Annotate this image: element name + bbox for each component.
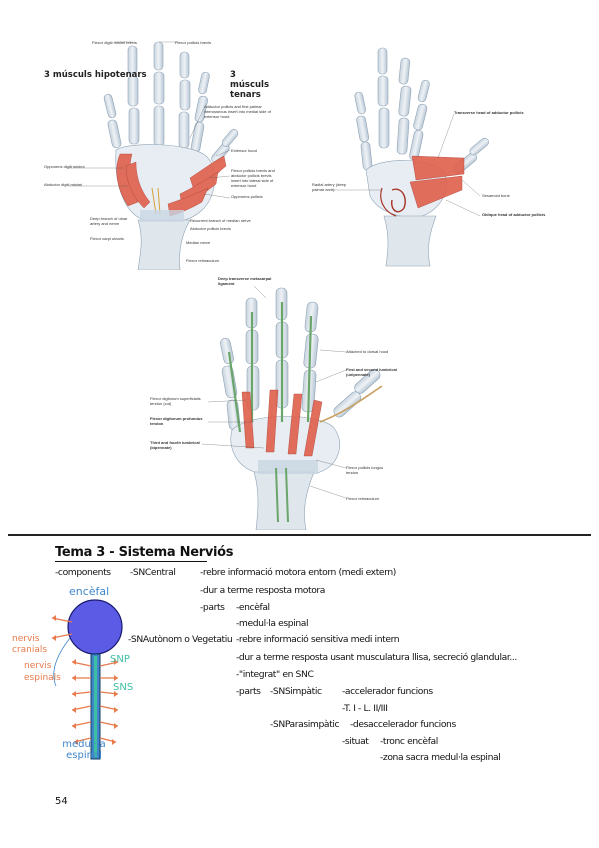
label-recurrent-branch: Recurrent branch of median nerve (190, 218, 251, 223)
sketch-drawing (51, 599, 123, 760)
label-opponens-digiti-minimi: Opponens digiti minimi (44, 164, 85, 169)
label-deep-transverse-metacarpal: Deep transverse metacarpal ligament (218, 276, 272, 286)
figure-hand-lumbricals: Deep transverse metacarpal ligament Atta… (150, 272, 450, 531)
label-opponens-pollicis: Opponens pollicis (231, 194, 263, 199)
sketch-label-encefal: encèfal (69, 585, 110, 598)
sketch-label-sns: SNS (113, 682, 134, 693)
section-divider (8, 534, 591, 536)
label-abductor-pollicis-brevis: Abductor pollicis brevis (190, 226, 231, 231)
label-fpb-apb-insert: Flexor pollicis brevis and abductor poll… (231, 168, 275, 188)
label-fdp-tendon: Flexor digitorum profundus tendon (150, 416, 203, 426)
label-first-second-lumbrical: First and second lumbrical (unipennate) (346, 367, 397, 377)
note-snc-dur: -dur a terme resposta motora (200, 585, 326, 596)
note-sna-rebre: -rebre informació sensitiva medi intern (236, 634, 400, 645)
label-radial-artery: Radial artery (deep palmar arch) (312, 182, 347, 192)
note-tronc: -tronc encèfal (380, 736, 438, 747)
label-adductor-pollicis: Adductor pollicis and first palmar inter… (204, 104, 271, 119)
note-snc-rebre: -rebre informació motora entorn (medi ex… (200, 567, 396, 578)
label-flexor-retinaculum-3: Flexor retinaculum (346, 496, 379, 501)
label-abductor-digiti-minimi: Abductor digiti minimi (44, 182, 83, 187)
note-sna: -SNAutònom o Vegetatiu (128, 634, 233, 645)
nervous-system-sketch: encèfal nervis cranials SNP nervis espin… (10, 582, 140, 772)
sketch-label-medulla: medul·la espinal (62, 739, 106, 761)
label-attached-dorsal-hood: Attached to dorsal hood (346, 349, 389, 354)
label-fds-tendon: Flexor digitorum superficialis tendon (c… (150, 396, 201, 406)
label-flexor-digiti-minimi-brevis: Flexor digiti minimi brevis (92, 40, 137, 45)
note-sna-dur: -dur a terme resposta usant musculatura … (236, 652, 517, 663)
note-components: -components (55, 567, 111, 578)
hand-illustration-2 (332, 47, 489, 267)
note-sns: -SNSimpàtic (270, 686, 322, 697)
page-title: Tema 3 - Sistema Nerviós (55, 545, 234, 560)
note-snc: -SNCentral (130, 567, 176, 578)
hand-illustration-1 (68, 41, 239, 271)
label-flexor-retinaculum-1: Flexor retinaculum (186, 258, 219, 263)
label-median-nerve: Median nerve (186, 240, 211, 245)
label-deep-branch-ulnar: Deep branch of ulnar artery and nerve (90, 216, 128, 226)
label-flexor-carpi-ulnaris: Flexor carpi ulnaris (90, 236, 124, 241)
label-transverse-head: Transverse head of adductor pollicis (454, 110, 524, 115)
note-zona-sacra: -zona sacra medul·la espinal (380, 752, 501, 763)
note-integrat: -"integrat" en SNC (236, 669, 314, 680)
page-number: 54 (55, 796, 68, 807)
note-snc-parts: -parts (200, 602, 225, 613)
sketch-label-nervis-cranials: nervis cranials (12, 634, 48, 655)
hand-illustration-3 (201, 285, 383, 531)
sketch-label-nervis-espinals: nervis espinals (24, 661, 61, 683)
figure-hand-thenar-hypothenar: Flexor digiti minimi brevis Flexor polli… (40, 38, 275, 271)
figure-hand-adductor-pollicis: Transverse head of adductor pollicis Rad… (312, 40, 552, 270)
note-para-situat: -situat (342, 736, 369, 747)
heading-hypothenar: 3 músculs hipotenars (44, 70, 147, 80)
note-snp-para: -SNParasimpàtic (270, 719, 340, 730)
note-sns-accel: -accelerador funcions (342, 686, 433, 697)
label-sesamoid-bone: Sesamoid bone (482, 193, 510, 198)
note-para-desaccel: -desaccelerador funcions (350, 719, 456, 730)
label-flexor-pollicis-brevis: Flexor pollicis brevis (175, 40, 212, 45)
heading-thenar: 3 músculs tenars (230, 70, 270, 100)
note-encefal: -encèfal (236, 602, 270, 613)
label-extensor-hood: Extensor hood (231, 148, 257, 153)
label-third-fourth-lumbrical: Third and fourth lumbrical (bipennate) (150, 440, 200, 450)
label-oblique-head: Oblique head of adductor pollicis (482, 212, 546, 217)
note-sns-level: -T. I - L. II/III (342, 703, 388, 714)
note-medulla: -medul·la espinal (236, 618, 309, 629)
sketch-label-snp: SNP (110, 654, 130, 665)
note-sna-parts: -parts (236, 686, 261, 697)
title-underline (55, 561, 207, 562)
label-fpl-tendon: Flexor pollicis longus tendon (346, 465, 384, 475)
